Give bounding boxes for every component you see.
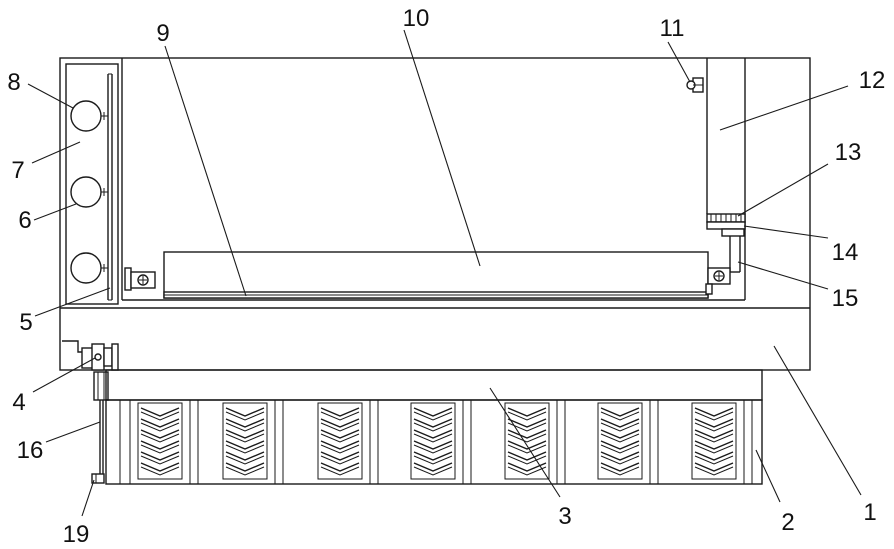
bulb-top (71, 101, 108, 131)
fin-column (411, 403, 455, 479)
fin-column-frame (505, 403, 549, 479)
right-column (707, 58, 745, 272)
bracket-right (706, 268, 730, 294)
label-8: 8 (7, 69, 20, 96)
fin-column (692, 403, 736, 479)
heat-sink-fins (120, 400, 752, 484)
label-1: 1 (863, 499, 876, 526)
bracket-left (125, 268, 155, 290)
lower-box (106, 370, 762, 400)
label-15: 15 (832, 285, 859, 312)
label-5: 5 (19, 309, 32, 336)
label-13: 13 (835, 139, 862, 166)
label-12: 12 (859, 67, 886, 94)
label-3: 3 (558, 503, 571, 530)
fin-column-frame (318, 403, 362, 479)
fin-column (223, 403, 267, 479)
label-6: 6 (18, 207, 31, 234)
roller-assembly (164, 252, 708, 298)
bulb-bottom (71, 253, 108, 283)
fin-column-frame (138, 403, 182, 479)
label-14: 14 (832, 239, 859, 266)
fin-column-frame (223, 403, 267, 479)
fin-column-frame (692, 403, 736, 479)
label-2: 2 (781, 509, 794, 536)
bulb-middle (71, 177, 108, 207)
fin-column (138, 403, 182, 479)
fin-column (505, 403, 549, 479)
label-7: 7 (11, 157, 24, 184)
inner-tray (122, 58, 745, 300)
fin-column (318, 403, 362, 479)
label-10: 10 (403, 5, 430, 32)
label-19: 19 (63, 521, 90, 548)
label-16: 16 (17, 437, 44, 464)
main-housing (60, 58, 810, 370)
label-11: 11 (660, 15, 685, 42)
label-4: 4 (12, 389, 25, 416)
label-9: 9 (156, 20, 169, 47)
fin-column-frame (411, 403, 455, 479)
fin-column-frame (598, 403, 642, 479)
fin-column (598, 403, 642, 479)
crank-handle (62, 341, 118, 370)
